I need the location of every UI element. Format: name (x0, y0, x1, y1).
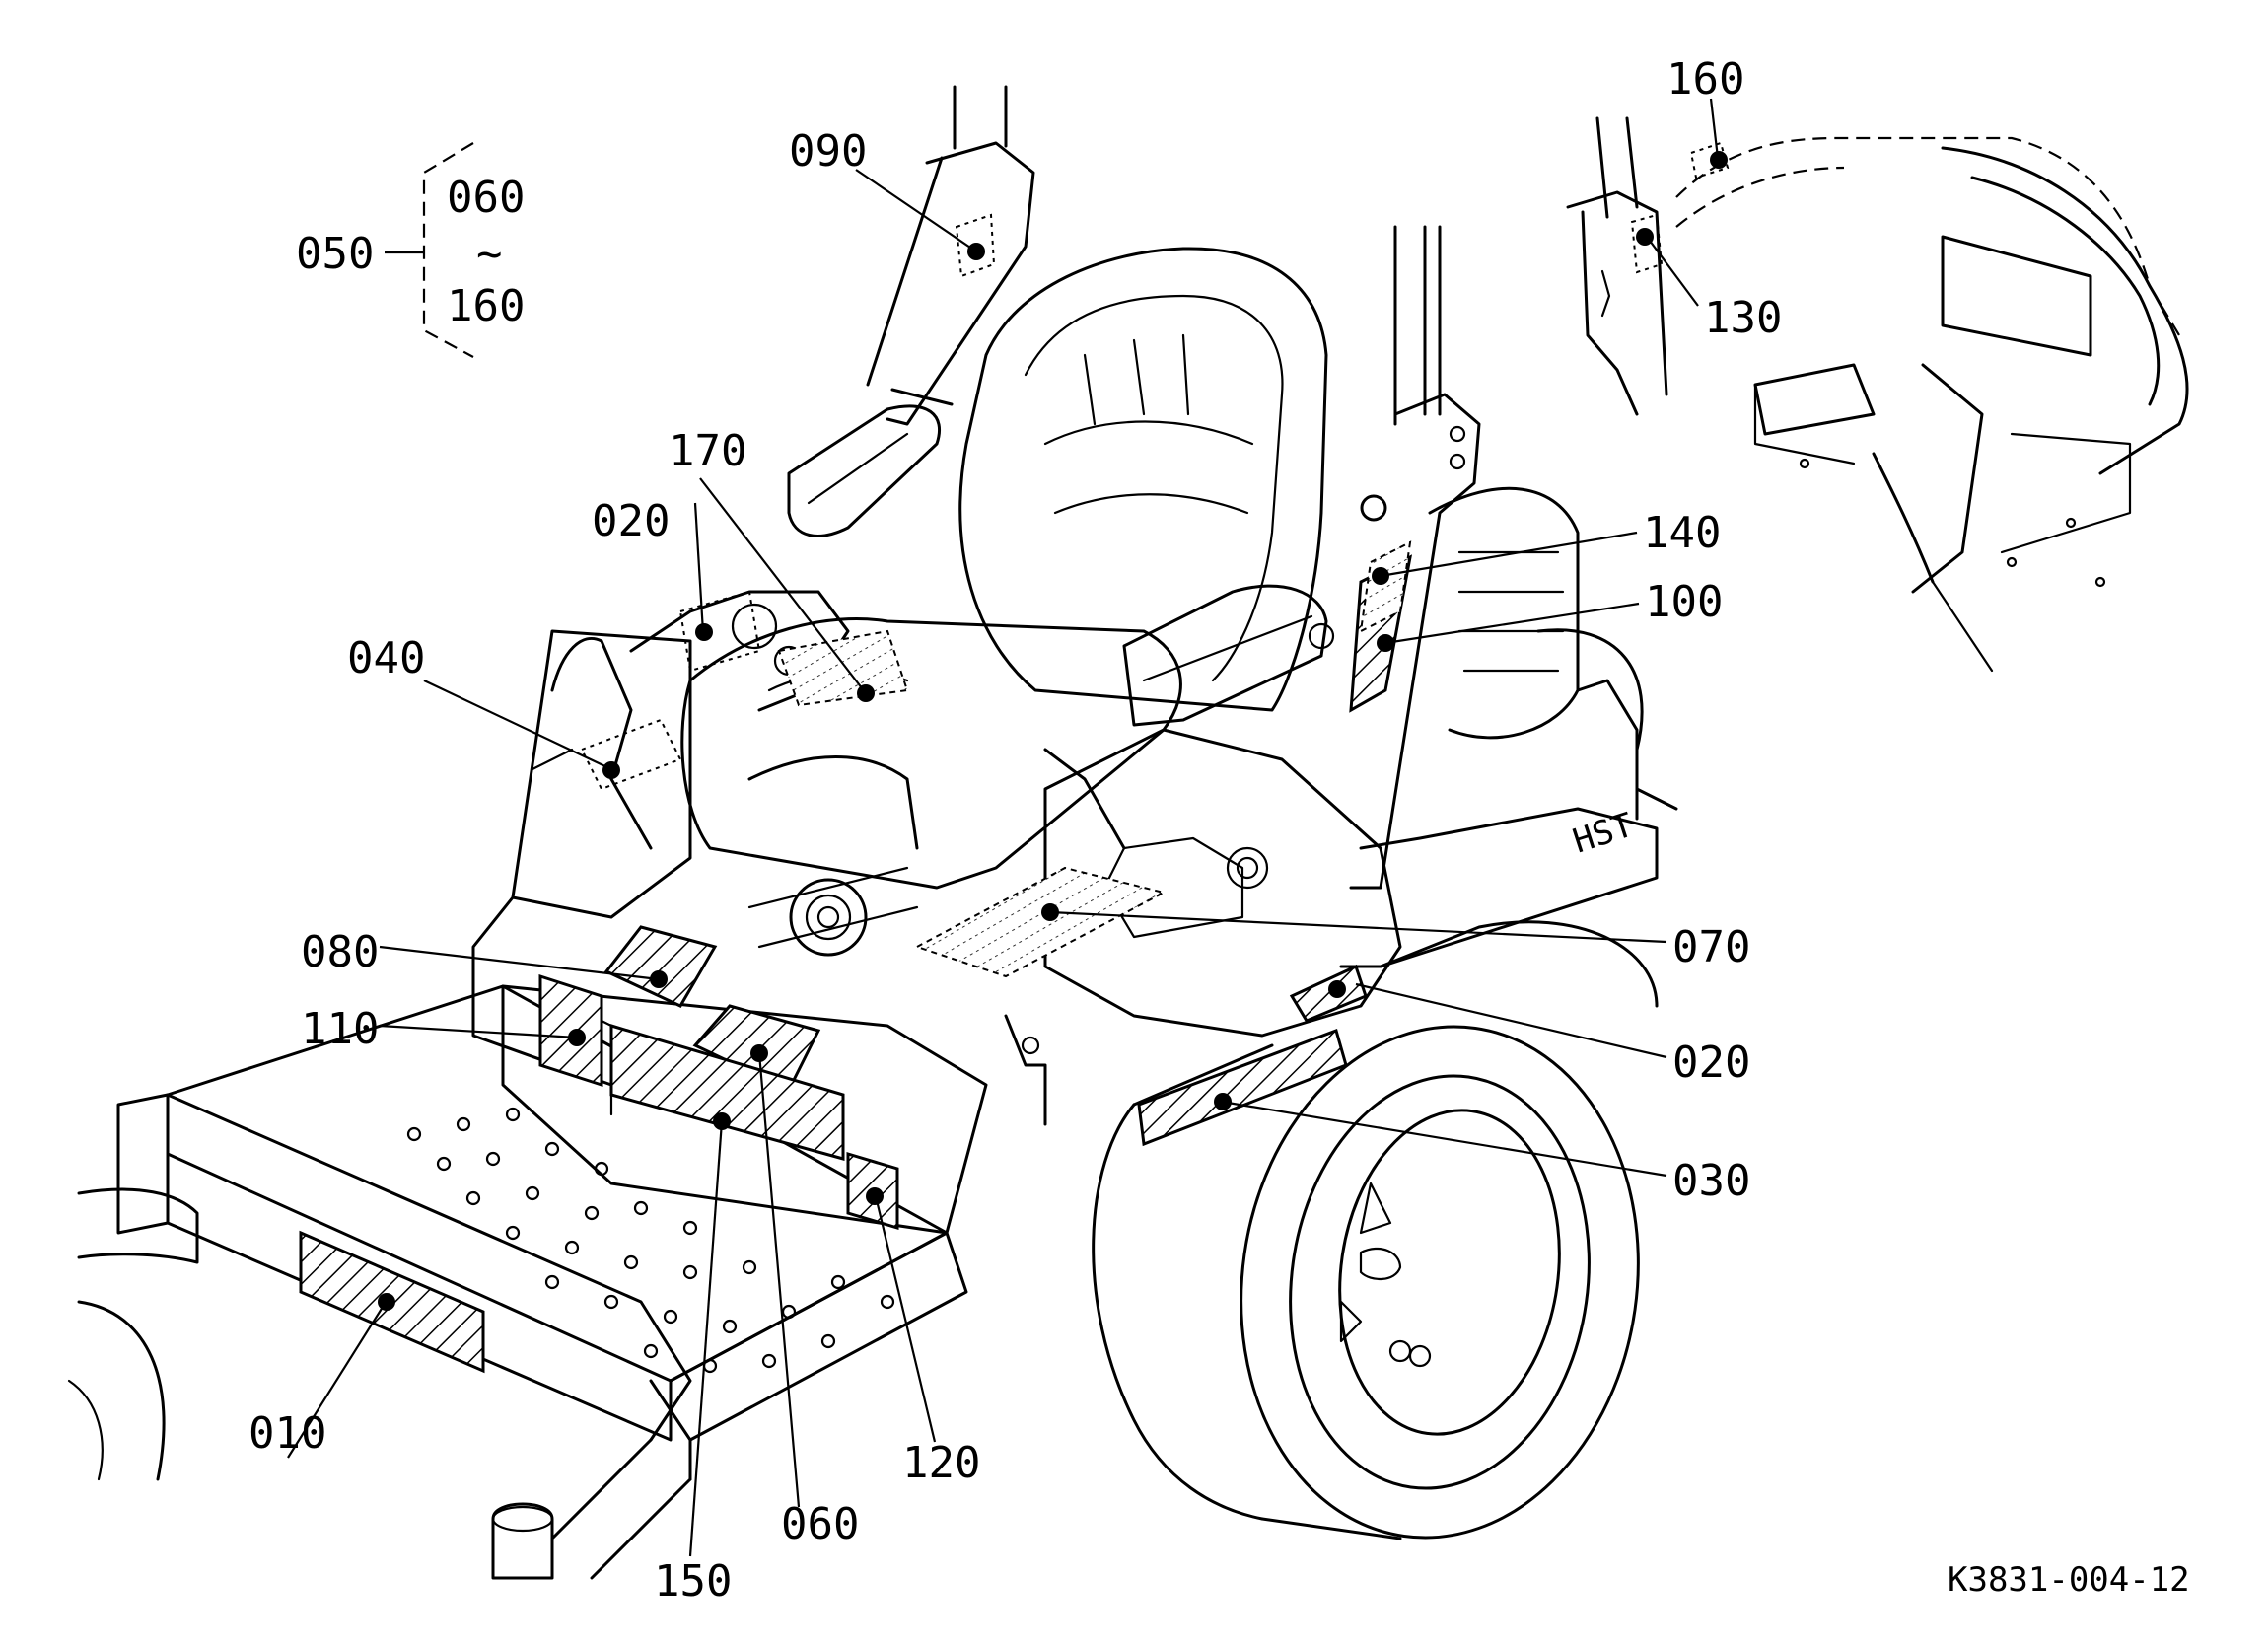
callout-160a: 160 (447, 281, 525, 331)
hst-badge: HST (1568, 806, 1638, 862)
decal-030 (1137, 1029, 1348, 1147)
decal-areas (299, 141, 1730, 1374)
callout-010: 010 (248, 1408, 326, 1459)
callout-150: 150 (654, 1556, 732, 1607)
floor-perforations (406, 1107, 895, 1374)
decal-110 (538, 973, 603, 1088)
callout-120: 120 (902, 1438, 980, 1488)
callout-020a: 020 (592, 496, 670, 546)
decal-090-outline (955, 213, 996, 278)
decal-040-outline (580, 718, 682, 791)
rops-inset (1566, 116, 2189, 673)
decal-140 (1359, 540, 1412, 633)
decal-130-outline (1630, 213, 1664, 274)
decal-020a-outline (678, 590, 761, 673)
callout-020b: 020 (1672, 1038, 1750, 1088)
leader-lines (287, 98, 1728, 1557)
decal-020b (1289, 964, 1368, 1023)
callout-170: 170 (669, 426, 746, 476)
callouts: 010 020 020 030 040 050 060 ~ 160 070 08… (248, 54, 2190, 1607)
range-bracket (422, 142, 474, 358)
decal-080 (603, 925, 718, 1008)
figure-reference: K3831-004-12 (1948, 1560, 2190, 1600)
mower-body-drawing (67, 85, 2189, 1580)
callout-070: 070 (1672, 922, 1750, 972)
callout-110: 110 (301, 1004, 379, 1054)
callout-030: 030 (1672, 1156, 1750, 1206)
callout-060b: 060 (781, 1499, 859, 1549)
callout-140: 140 (1643, 508, 1721, 558)
callout-130: 130 (1704, 293, 1782, 343)
callout-100: 100 (1645, 577, 1723, 627)
callout-040: 040 (347, 633, 425, 683)
callout-090: 090 (789, 126, 867, 177)
decal-070 (914, 866, 1167, 978)
decal-150 (609, 1023, 845, 1161)
range-mark: ~ (476, 229, 503, 279)
decal-160-outline (1689, 141, 1730, 179)
callout-050: 050 (296, 229, 374, 279)
decal-170 (777, 629, 909, 707)
callout-080: 080 (301, 927, 379, 977)
callout-160b: 160 (1666, 54, 1744, 105)
callout-060a: 060 (447, 173, 525, 223)
